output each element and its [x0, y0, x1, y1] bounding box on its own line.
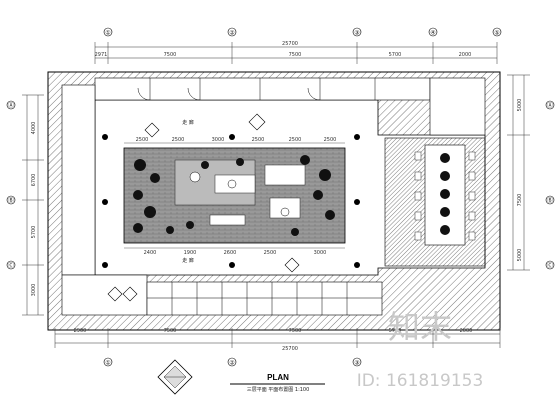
grid-row-label: Ⓑ [8, 197, 14, 205]
drawing-subtitle: 三层平面 平面布置图 1:100 [247, 386, 310, 393]
cubicle-partitions [147, 282, 382, 315]
dimension-label: 5000 [517, 249, 523, 262]
dimension-label: 7500 [289, 52, 302, 58]
bottom-grid-bubbles: ① ② ③ [103, 357, 362, 367]
top-grid-bubbles: ① ② ③ ④ ⑤ [103, 27, 502, 37]
dimension-label: 1900 [184, 250, 197, 256]
grid-column-label: ① [105, 30, 110, 37]
left-dimension-chain [22, 94, 44, 316]
bottom-dimension-chain [54, 328, 501, 348]
dimension-label: 2500 [324, 137, 337, 143]
dimension-label: 3000 [212, 137, 225, 143]
dimension-label: 2500 [136, 137, 149, 143]
bottom-segment-labels: 2900 7500 7500 5700 2000 [74, 328, 473, 334]
central-island [123, 147, 346, 244]
conference-table-seats [440, 153, 450, 235]
dimension-label: 7500 [164, 328, 177, 334]
planter-highlights [189, 171, 290, 217]
dimension-label: 2500 [252, 137, 265, 143]
dimension-label: 2400 [144, 250, 157, 256]
left-segment-labels: 4000 6700 5700 3000 [31, 122, 37, 297]
corridor-label: 走 廊 [182, 119, 194, 126]
top-room-partitions [137, 78, 376, 101]
top-segment-labels: 2971 7500 7500 5700 2000 [95, 52, 472, 58]
structural-columns [102, 134, 360, 268]
dimension-label: 6700 [31, 174, 37, 187]
dimension-label: 5700 [31, 226, 37, 239]
grid-column-label: ⑤ [494, 30, 499, 37]
grid-row-label: Ⓒ [8, 262, 14, 270]
dimension-label: 2500 [264, 250, 277, 256]
dimension-label: 4000 [31, 122, 37, 135]
dimension-label: 3000 [31, 284, 37, 297]
dimension-label: 2000 [460, 328, 473, 334]
index-symbol [157, 359, 193, 395]
dimension-label: 3000 [314, 250, 327, 256]
right-segment-labels: 5000 7500 5000 [517, 99, 523, 262]
dimension-label: 2500 [172, 137, 185, 143]
watermark-brand: 知末 [388, 308, 452, 346]
grid-row-label: Ⓐ [8, 102, 14, 110]
dimension-label: 2900 [74, 328, 87, 334]
dimension-label: 7500 [164, 52, 177, 58]
dimension-label: 2000 [459, 52, 472, 58]
grid-row-label: Ⓐ [547, 102, 553, 110]
dimension-label: 2600 [224, 250, 237, 256]
drawing-title: PLAN [267, 373, 289, 382]
inner-bottom-labels: 2400 1900 2600 2500 3000 [144, 250, 327, 256]
watermark-id: ID: 161819153 [357, 371, 484, 391]
inner-dimension-lines [124, 142, 345, 249]
dimension-label: 5700 [389, 52, 402, 58]
bottom-total-dimension: 25700 [282, 346, 298, 352]
right-dimension-chain [507, 74, 530, 271]
grid-row-label: Ⓒ [547, 262, 553, 270]
dimension-label: 5000 [517, 99, 523, 112]
grid-column-label: ③ [354, 30, 359, 37]
grid-column-label: ② [229, 30, 235, 37]
grid-column-label: ③ [354, 360, 359, 367]
dimension-label: 7500 [289, 328, 302, 334]
dimension-label: 2971 [95, 52, 108, 58]
dimension-label: 2500 [289, 137, 302, 143]
grid-column-label: ① [105, 360, 110, 367]
planter-dots [133, 155, 335, 236]
inner-top-labels: 2500 2500 3000 2500 2500 2500 [136, 137, 337, 143]
grid-row-label: Ⓑ [547, 197, 553, 205]
dimension-label: 5700 [389, 328, 402, 334]
left-grid-bubbles: Ⓐ Ⓑ Ⓒ [6, 100, 16, 270]
top-dimension-chain [94, 42, 498, 64]
section-markers [107, 113, 300, 302]
top-total-dimension: 25700 [282, 41, 298, 47]
dimension-label: 7500 [517, 194, 523, 207]
grid-column-label: ② [229, 360, 235, 367]
grid-column-label: ④ [430, 30, 435, 37]
right-grid-bubbles: Ⓐ Ⓑ Ⓒ [545, 100, 555, 270]
conference-chairs [414, 151, 476, 241]
corridor-label-lower: 走 廊 [182, 257, 194, 264]
